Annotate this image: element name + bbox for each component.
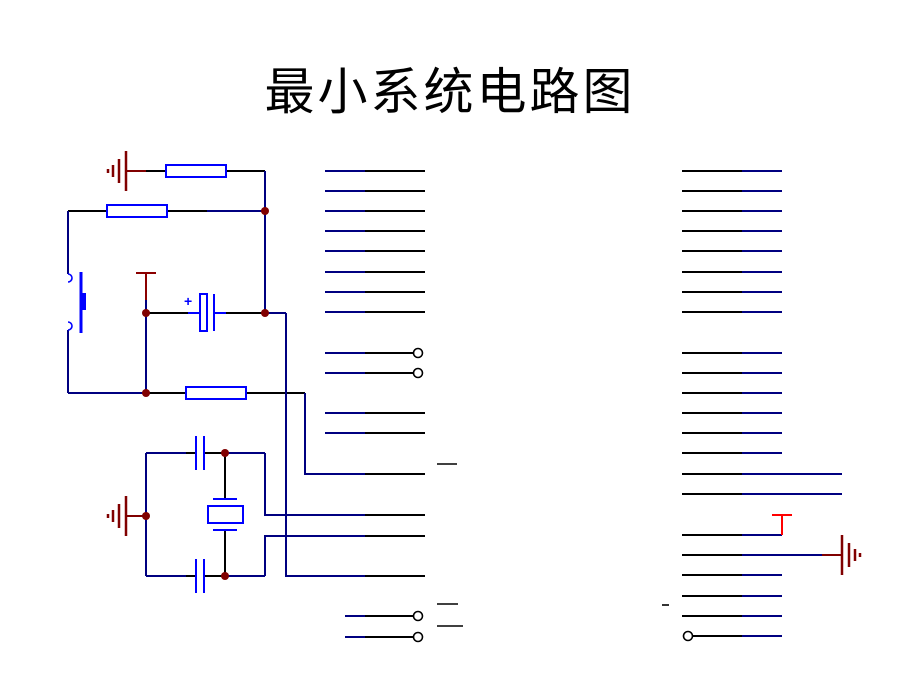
pullup-resistor (165, 164, 227, 178)
wires (67, 170, 842, 638)
open-terminal (412, 347, 424, 359)
vcc-icon (772, 514, 792, 535)
capacitor (195, 559, 205, 593)
junction-dot (261, 207, 269, 215)
junction-dot (261, 309, 269, 317)
junction-dot (221, 449, 229, 457)
components-layer: + (67, 151, 862, 643)
open-terminal (682, 630, 694, 642)
vcc-icon (136, 272, 156, 300)
page-title: 最小系统电路图 (264, 63, 636, 121)
open-terminal (412, 610, 424, 622)
electrolytic-capacitor: + (184, 293, 215, 332)
junction-dot (142, 309, 150, 317)
wire (264, 453, 425, 516)
polarity-label: + (184, 293, 192, 309)
open-terminal (412, 631, 424, 643)
ground-icon (106, 151, 146, 191)
junction-dot (142, 389, 150, 397)
reset-resistor (106, 204, 168, 218)
discharge-resistor (185, 386, 247, 400)
ground-icon (106, 496, 146, 536)
junction-dot (142, 512, 150, 520)
wire (264, 535, 425, 576)
open-terminal (412, 367, 424, 379)
ground-icon (822, 535, 862, 575)
junction-dot (221, 572, 229, 580)
capacitor (195, 436, 205, 470)
crystal-oscillator (207, 498, 244, 531)
reset-button (67, 272, 86, 333)
